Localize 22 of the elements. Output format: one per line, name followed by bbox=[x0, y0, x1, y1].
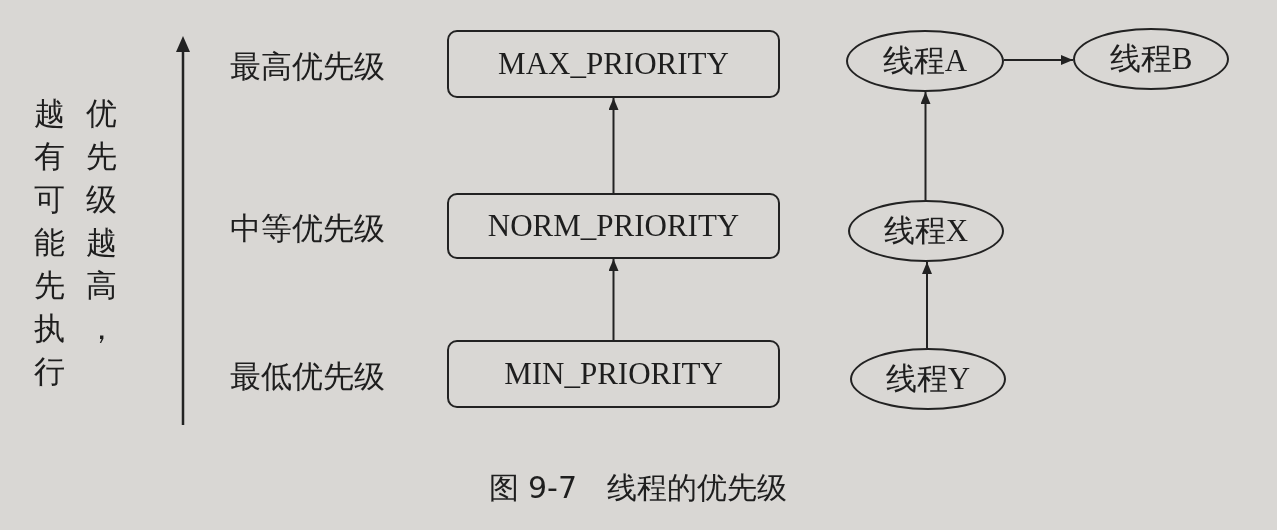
thread-name: 线程Y bbox=[885, 360, 971, 398]
thread-name: 线程A bbox=[882, 42, 968, 80]
priority-name: MAX_PRIORITY bbox=[498, 46, 729, 82]
level-label: 最高优先级 bbox=[230, 47, 385, 86]
arrow bbox=[608, 97, 619, 194]
figure-caption: 图 9-7 线程的优先级 bbox=[488, 469, 788, 507]
priority-name: NORM_PRIORITY bbox=[487, 208, 740, 244]
arrow bbox=[608, 258, 619, 341]
thread-name: 线程B bbox=[1109, 40, 1193, 78]
vertical-note: 优先级越高， bbox=[86, 94, 118, 348]
arrow bbox=[920, 91, 931, 201]
thread-name: 线程X bbox=[883, 212, 969, 250]
level-label: 最低优先级 bbox=[230, 357, 385, 396]
priority-name: MIN_PRIORITY bbox=[504, 356, 723, 392]
level-label: 中等优先级 bbox=[230, 209, 385, 248]
thread-ellipse bbox=[848, 200, 1004, 262]
thread-ellipse bbox=[850, 348, 1006, 410]
arrow bbox=[922, 261, 932, 349]
arrow bbox=[1003, 55, 1074, 65]
vertical-note: 越有可能先执行 bbox=[34, 94, 66, 391]
thread-ellipse bbox=[846, 30, 1004, 92]
thread-ellipse bbox=[1073, 28, 1229, 90]
